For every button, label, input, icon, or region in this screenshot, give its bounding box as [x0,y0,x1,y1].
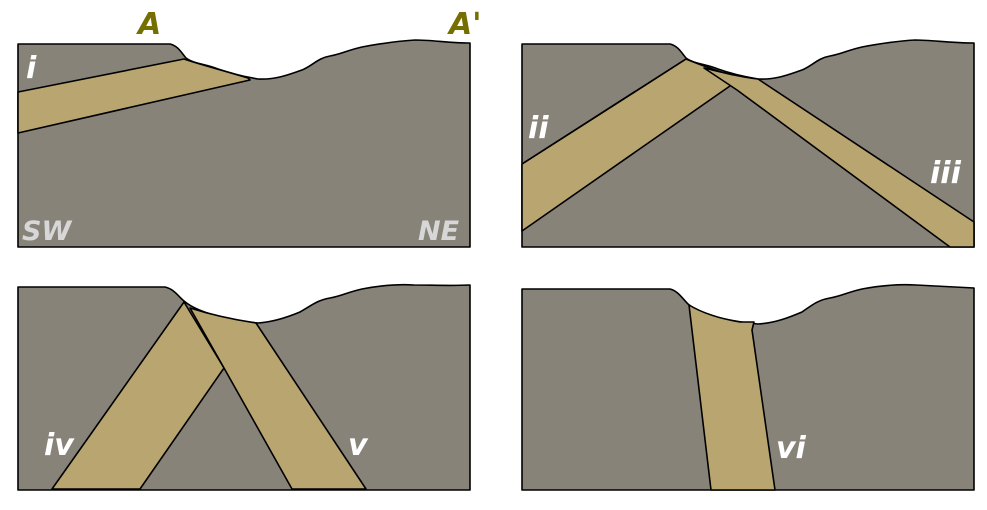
dipping-layer-v [189,307,367,490]
panel-i: i SW NE [17,39,471,248]
panel-iv-v: iv v [17,283,471,491]
label-i: i [26,51,37,86]
vertical-dike-vi [688,304,776,491]
orientation-left-label: SW [22,216,72,247]
label-vi: vi [776,431,807,466]
label-iii: iii [930,156,962,191]
section-start-label: A [136,7,161,42]
orientation-right-label: NE [418,216,460,247]
label-iv: iv [44,428,75,463]
label-ii: ii [528,111,549,146]
panel-ii-iii: ii iii [521,39,975,248]
section-end-label: A' [447,7,481,42]
panel-vi: vi [521,283,975,491]
dipping-layer-iii [703,67,975,248]
label-v: v [348,428,369,463]
ground-block-i [17,39,471,248]
tilted-layer-i [17,58,251,134]
layer-ii-upper-contact [521,58,687,165]
